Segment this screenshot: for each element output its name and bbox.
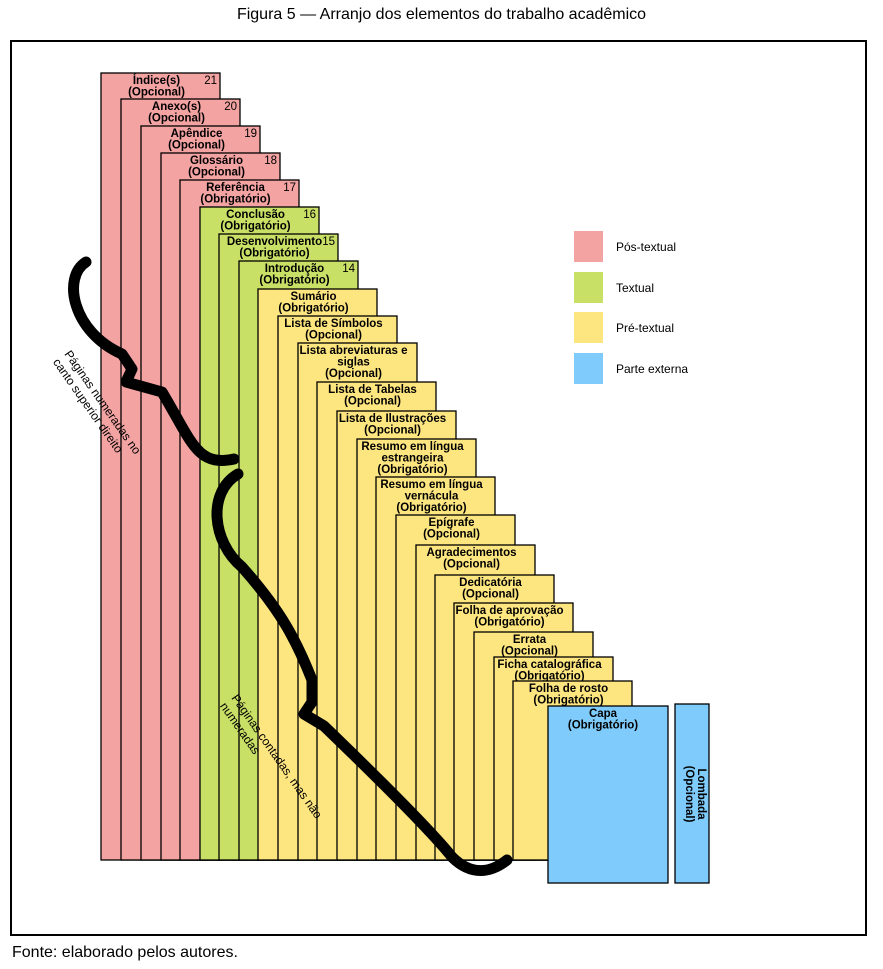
page-number: 20 bbox=[224, 101, 237, 113]
sheet-label-line: (Opcional) bbox=[148, 113, 205, 125]
cover-label-line: (Obrigatório) bbox=[568, 720, 638, 732]
sheet-label-line: (Opcional) bbox=[128, 87, 185, 99]
sheet-label-line: (Obrigatório) bbox=[278, 303, 348, 315]
sheet-label-line: (Opcional) bbox=[364, 425, 421, 437]
sheet-label-line: Ficha catalográfica bbox=[497, 659, 602, 671]
sheet-label-line: Conclusão bbox=[226, 209, 285, 221]
figure-title: Figura 5 — Arranjo dos elementos do trab… bbox=[236, 6, 647, 23]
sheet-label-line: estrangeira bbox=[381, 453, 444, 465]
sheet-label-line: (Obrigatório) bbox=[396, 502, 466, 514]
sheet-label-line: Epígrafe bbox=[428, 517, 474, 529]
sheet-label-line: (Opcional) bbox=[168, 140, 225, 152]
legend-swatch bbox=[574, 312, 603, 343]
sheet-label-line: (Opcional) bbox=[462, 589, 519, 601]
sheet-label-line: (Opcional) bbox=[423, 529, 480, 541]
figure-source: Fonte: elaborado pelos autores. bbox=[12, 944, 238, 961]
cover-label-line: Capa bbox=[589, 708, 618, 720]
sheet-label-line: Glossário bbox=[190, 155, 243, 167]
sheet-label-line: Folha de rosto bbox=[529, 683, 608, 695]
braces bbox=[68, 256, 513, 876]
sheet-label-line: Sumário bbox=[290, 291, 336, 303]
sheet-label-line: (Obrigatório) bbox=[259, 275, 329, 287]
sheet-label-line: Índice(s) bbox=[133, 74, 180, 87]
legend-item-3: Pré-textual bbox=[574, 312, 674, 343]
brace-counted bbox=[211, 468, 513, 876]
page-number: 15 bbox=[322, 236, 335, 248]
page-number: 16 bbox=[303, 209, 316, 221]
sheet-label-line: (Opcional) bbox=[344, 396, 401, 408]
sheet-label-line: Anexo(s) bbox=[152, 101, 201, 113]
sheet-label-line: (Opcional) bbox=[501, 646, 558, 658]
arrangement-diagram: Índice(s)(Opcional)21Anexo(s)(Opcional)2… bbox=[50, 72, 710, 884]
sheet-label-line: Lista de Tabelas bbox=[328, 384, 417, 396]
legend-label: Pré-textual bbox=[616, 321, 674, 335]
sheet-label-line: Lista de Ilustrações bbox=[339, 413, 446, 425]
spine-label: Lombada(Opcional) bbox=[683, 766, 707, 823]
sheet-label-line: Dedicatória bbox=[459, 577, 522, 589]
sheet-label-line: siglas bbox=[337, 357, 370, 369]
legend-item-1: Pós-textual bbox=[574, 231, 676, 262]
sheet-label-line: Resumo em língua bbox=[361, 441, 464, 453]
sheet-label-line: Introdução bbox=[265, 263, 324, 275]
sheet-label-line: (Obrigatório) bbox=[514, 671, 584, 683]
sheet-label-line: (Opcional) bbox=[305, 330, 362, 342]
sheet-label-line: Resumo em língua bbox=[380, 479, 483, 491]
legend-label: Pós-textual bbox=[616, 240, 676, 254]
sheet-label-line: Apêndice bbox=[171, 128, 223, 140]
page-number: 19 bbox=[244, 128, 257, 140]
legend-label: Parte externa bbox=[616, 362, 688, 376]
sheet-label-line: (Obrigatório) bbox=[239, 248, 309, 260]
legend-swatch bbox=[574, 353, 603, 384]
spine-label-line: Lombada bbox=[695, 768, 707, 820]
sheet-label-line: (Opcional) bbox=[443, 559, 500, 571]
legend-item-2: Textual bbox=[574, 272, 654, 303]
page-number: 18 bbox=[264, 155, 277, 167]
sheet-label-line: Lista abreviaturas e bbox=[299, 345, 407, 357]
sheet-label-line: (Opcional) bbox=[325, 368, 382, 380]
sheet-label-line: (Obrigatório) bbox=[200, 194, 270, 206]
page-number: 21 bbox=[204, 75, 217, 87]
sheet-label-line: Folha de aprovação bbox=[455, 605, 563, 617]
spine: Lombada(Opcional) bbox=[674, 703, 710, 884]
legend-item-4: Parte externa bbox=[574, 353, 688, 384]
spine-rect bbox=[674, 703, 710, 884]
brace-numbered bbox=[68, 256, 240, 466]
page-number: 14 bbox=[342, 263, 355, 275]
sheet-label-line: Referência bbox=[206, 182, 265, 194]
spine-label-line: (Opcional) bbox=[683, 766, 695, 823]
sheet-label-line: vernácula bbox=[405, 491, 459, 503]
sheet-label-line: (Obrigatório) bbox=[377, 464, 447, 476]
external-parts: Capa(Obrigatório) Lombada(Opcional) bbox=[547, 703, 710, 884]
sheet-label-line: (Obrigatório) bbox=[474, 617, 544, 629]
legend-swatch bbox=[574, 272, 603, 303]
sheet-label-line: Errata bbox=[513, 634, 547, 646]
sheet-label-line: (Obrigatório) bbox=[533, 695, 603, 707]
legend-label: Textual bbox=[616, 281, 654, 295]
sheet-label-line: Desenvolvimento bbox=[227, 236, 322, 248]
sheets-stack: Índice(s)(Opcional)21Anexo(s)(Opcional)2… bbox=[100, 72, 633, 861]
sheet-label-line: Lista de Símbolos bbox=[284, 318, 382, 330]
sheet-label-line: (Opcional) bbox=[188, 167, 245, 179]
page-number: 17 bbox=[283, 182, 296, 194]
cover-sheet: Capa(Obrigatório) bbox=[547, 705, 669, 884]
sheet-label-line: (Obrigatório) bbox=[220, 221, 290, 233]
legend-swatch bbox=[574, 231, 603, 262]
sheet-label-line: Agradecimentos bbox=[426, 547, 516, 559]
cover-rect bbox=[547, 705, 669, 884]
